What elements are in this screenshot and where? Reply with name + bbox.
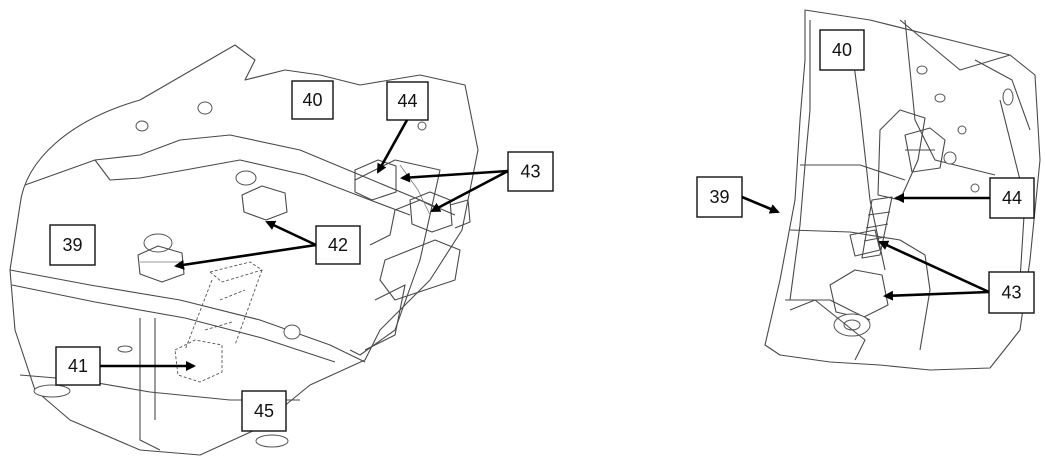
callout-label: 43 bbox=[1001, 283, 1021, 303]
callout-43-right: 43 bbox=[988, 271, 1035, 314]
callout-label: 40 bbox=[302, 90, 322, 110]
callout-41-left: 41 bbox=[55, 346, 101, 386]
callout-label: 41 bbox=[68, 356, 88, 376]
leader-arrow-43a-left bbox=[400, 169, 509, 183]
right-callouts: 40 39 44 43 bbox=[696, 29, 1035, 314]
callout-45-left: 45 bbox=[241, 390, 287, 432]
callout-39-left: 39 bbox=[49, 224, 96, 266]
callout-39-right: 39 bbox=[696, 176, 743, 218]
leader-arrow-42b-left bbox=[174, 243, 317, 270]
callout-label: 44 bbox=[1002, 188, 1022, 208]
callout-label: 43 bbox=[520, 162, 540, 182]
leader-arrow-39-right bbox=[741, 195, 780, 214]
right-assembly-drawing bbox=[764, 9, 1041, 371]
callout-label: 45 bbox=[254, 401, 274, 421]
leader-arrow-44-left bbox=[376, 119, 409, 174]
leader-arrow-43a-right bbox=[878, 240, 990, 294]
leader-arrow-43b-left bbox=[430, 169, 509, 213]
callout-44-left: 44 bbox=[386, 81, 429, 121]
callout-label: 39 bbox=[62, 235, 82, 255]
callout-label: 39 bbox=[709, 187, 729, 207]
left-callouts: 40 44 43 42 39 41 45 bbox=[49, 80, 554, 432]
callout-42-left: 42 bbox=[315, 225, 361, 265]
callout-label: 42 bbox=[328, 235, 348, 255]
callout-40-left: 40 bbox=[291, 80, 334, 120]
callout-43-left: 43 bbox=[507, 151, 554, 192]
callout-label: 40 bbox=[832, 40, 852, 60]
callout-44-right: 44 bbox=[989, 177, 1035, 219]
leader-arrow-43b-right bbox=[883, 290, 990, 301]
leader-arrow-42a-left bbox=[265, 220, 317, 247]
callout-40-right: 40 bbox=[819, 29, 865, 71]
callout-label: 44 bbox=[397, 91, 417, 111]
